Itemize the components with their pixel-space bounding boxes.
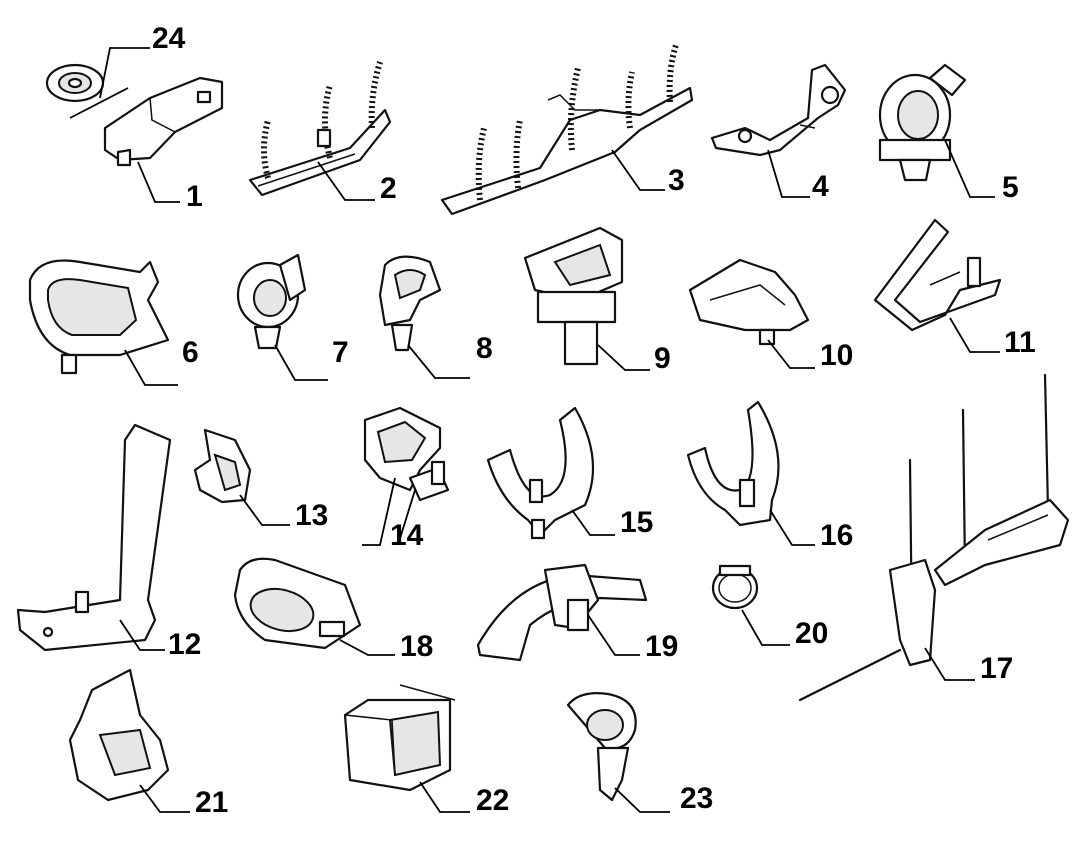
callout-12: 12 (168, 628, 201, 661)
callout-23: 23 (680, 782, 713, 815)
leader-17 (924, 647, 975, 681)
leader-21 (139, 784, 190, 813)
leader-20 (741, 609, 790, 646)
callout-3: 3 (668, 164, 685, 197)
leader-6 (124, 349, 178, 386)
leader-14 (362, 477, 396, 546)
part-7-clip (236, 253, 307, 350)
part-3-rail (440, 44, 694, 216)
part-18-clip (233, 557, 362, 650)
leader-22 (419, 781, 470, 813)
leader-5 (944, 139, 995, 198)
leader-19 (587, 614, 640, 656)
callout-7: 7 (332, 336, 349, 369)
leader-23 (614, 787, 670, 813)
part-4-bracket (710, 63, 847, 157)
callout-20: 20 (795, 617, 828, 650)
callout-24: 24 (152, 22, 186, 55)
part-12-bracket (16, 423, 172, 652)
part-14-clip (363, 406, 450, 502)
callout-14: 14 (390, 519, 424, 552)
callout-9: 9 (654, 342, 671, 375)
part-23-pushpin (566, 692, 637, 802)
leader-14b (397, 489, 416, 546)
callout-2: 2 (380, 172, 397, 205)
callout-1: 1 (186, 180, 203, 213)
leader-2 (317, 161, 375, 201)
leader-11 (949, 317, 1000, 353)
part-13-clip (193, 428, 252, 504)
leader-24 (69, 47, 150, 119)
leader-15 (571, 509, 615, 536)
leader-13 (239, 494, 290, 526)
part-1-clip (103, 76, 224, 167)
leader-4 (767, 149, 810, 198)
callout-6: 6 (182, 336, 199, 369)
callout-4: 4 (812, 170, 829, 203)
part-2-rail (248, 61, 392, 197)
callout-13: 13 (295, 499, 328, 532)
leader-18 (339, 639, 395, 656)
part-21-clip (68, 668, 170, 802)
leader-9 (597, 344, 650, 371)
part-8-clip (378, 255, 442, 352)
part-9-clip (523, 226, 624, 366)
part-10-bracket (688, 258, 810, 346)
leader-3 (611, 149, 665, 191)
callout-22: 22 (476, 784, 509, 817)
callout-17: 17 (980, 652, 1013, 685)
part-6-clip (28, 259, 170, 375)
part-16-cradle (686, 400, 780, 527)
part-5-clip (878, 63, 967, 182)
callout-15: 15 (620, 506, 653, 539)
callout-19: 19 (645, 630, 678, 663)
part-20-clamp (711, 564, 759, 610)
leader-16 (769, 509, 815, 546)
part-19-clip (476, 563, 648, 662)
part-22-housing (343, 684, 456, 792)
leader-10 (767, 339, 815, 369)
leader-12 (119, 619, 165, 651)
part-11-clip (873, 218, 1002, 332)
callout-10: 10 (820, 339, 853, 372)
part-17-frame (798, 373, 1070, 702)
leader-7 (274, 344, 328, 381)
part-24-washer (45, 63, 105, 103)
leader-8 (407, 344, 470, 379)
callout-18: 18 (400, 630, 433, 663)
part-15-cradle (486, 406, 595, 540)
callout-16: 16 (820, 519, 853, 552)
callout-8: 8 (476, 332, 493, 365)
callout-5: 5 (1002, 171, 1019, 204)
leader-1 (137, 161, 180, 203)
callout-21: 21 (195, 786, 228, 819)
callout-11: 11 (1004, 326, 1036, 359)
